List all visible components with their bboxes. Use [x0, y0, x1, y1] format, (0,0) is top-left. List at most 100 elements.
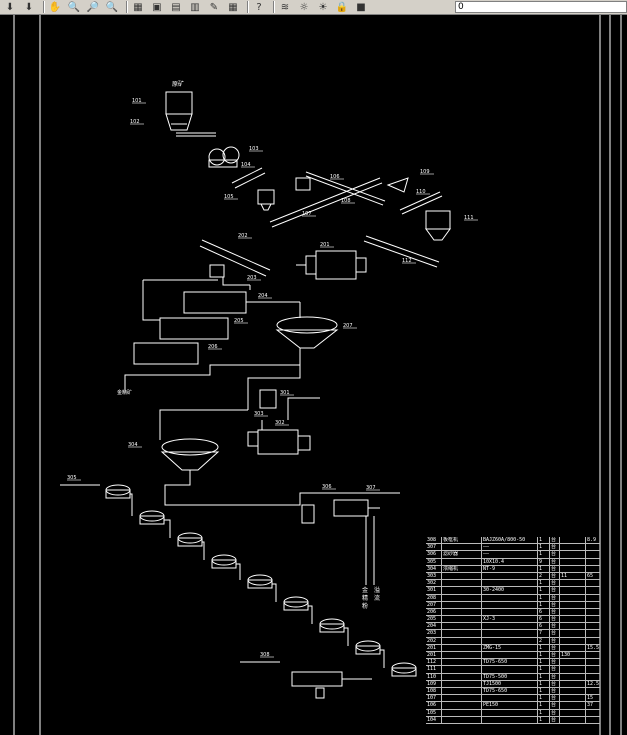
equipment-tag: 303 — [254, 411, 264, 417]
table-cell: 307 — [426, 544, 442, 551]
down-arrow-icon[interactable]: ⬇ — [24, 1, 34, 13]
table-cell: 109 — [426, 680, 442, 687]
equipment-tag: 306 — [322, 484, 332, 490]
table-cell — [482, 630, 538, 637]
table-cell: 104 — [426, 716, 442, 723]
calculator-icon[interactable]: ▦ — [228, 1, 238, 13]
table-cell — [586, 659, 600, 665]
leaching-tank-204 — [183, 291, 247, 314]
table-cell — [586, 710, 600, 716]
down-arrow-icon[interactable]: ⬇ — [5, 1, 15, 13]
equipment-tag: 108 — [341, 198, 351, 204]
table-cell — [586, 630, 600, 636]
mill-302 — [257, 429, 299, 455]
table-cell — [482, 637, 538, 644]
table-cell: 台 — [550, 702, 560, 709]
layer-manager-icon[interactable]: ≋ — [280, 1, 290, 13]
table-cell — [482, 623, 538, 630]
leaching-tank-206 — [133, 342, 199, 365]
equipment-tag: 206 — [208, 344, 218, 350]
table-cell: 202 — [426, 637, 442, 644]
table-cell — [586, 551, 600, 557]
table-cell — [560, 544, 586, 551]
table-cell — [442, 587, 482, 594]
equipment-tag: 301 — [280, 390, 290, 396]
table-cell: 6 — [538, 623, 550, 630]
cone-crusher-106 — [295, 177, 311, 191]
equipment-tag: 102 — [130, 119, 140, 125]
table-cell: 2 — [538, 637, 550, 644]
table-cell — [442, 608, 482, 616]
tool-palette-icon[interactable]: ▤ — [171, 1, 181, 13]
table-cell: 1 — [538, 680, 550, 687]
slurry-pipe — [130, 493, 133, 516]
markup-icon[interactable]: ✎ — [209, 1, 219, 13]
color-square-icon[interactable]: ■ — [356, 1, 366, 13]
table-cell — [442, 630, 482, 637]
table-cell: 台 — [550, 558, 560, 565]
table-cell: 9 — [538, 558, 550, 565]
table-cell: 1 — [538, 695, 550, 702]
equipment-tag: 207 — [343, 323, 353, 329]
cad-drawing-canvas[interactable]: 原矿金精矿金精粉溢流101102103104105106107108109110… — [0, 15, 627, 735]
sheet-set-icon[interactable]: ▥ — [190, 1, 200, 13]
sun-icon[interactable]: ☀ — [318, 1, 328, 13]
equipment-tag: 112 — [402, 258, 412, 264]
label-tail3: 粉 — [362, 602, 368, 610]
table-cell: 130 — [560, 652, 586, 659]
table-cell — [560, 558, 586, 565]
table-cell: 201 — [426, 652, 442, 659]
table-cell: PE150 — [482, 702, 538, 709]
table-cell: 台 — [550, 666, 560, 673]
cad-toolbar: ⬇ ⬇ ✋ 🔍 🔎 🔍 ▦ ▣ ▤ ▥ ✎ ▦? ≋ ☼ ☀ 🔒 ■ 0 — [0, 0, 627, 15]
filter-306 — [301, 504, 315, 524]
screen-105 — [257, 189, 275, 205]
table-cell: 1 — [538, 644, 550, 651]
slurry-pipe — [380, 649, 385, 668]
table-cell: TD75-650 — [482, 659, 538, 666]
table-cell: 台 — [550, 695, 560, 702]
table-cell — [442, 716, 482, 723]
table-cell — [482, 580, 538, 587]
zoom-previous-icon[interactable]: 🔍 — [105, 1, 119, 13]
table-cell — [560, 659, 586, 666]
table-cell — [560, 644, 586, 651]
lock-icon[interactable]: 🔒 — [335, 1, 349, 13]
table-cell — [442, 572, 482, 580]
properties-icon[interactable]: ▦ — [133, 1, 143, 13]
thickener-207 — [276, 316, 338, 334]
table-cell — [560, 702, 586, 709]
help-icon[interactable]: ? — [256, 1, 262, 13]
zoom-realtime-icon[interactable]: 🔍 — [67, 1, 81, 13]
raw-ore-bin — [165, 91, 193, 115]
table-cell: 台 — [550, 601, 560, 608]
pan-hand-icon[interactable]: ✋ — [48, 1, 62, 13]
fine-ore-bin-111 — [425, 210, 451, 230]
label-tail4: 溢 — [374, 586, 380, 594]
layer-dropdown[interactable]: 0 — [455, 1, 627, 13]
design-center-icon[interactable]: ▣ — [152, 1, 162, 13]
table-cell: 1 — [538, 702, 550, 709]
spiral-classifier-202 — [201, 239, 271, 271]
table-cell — [442, 673, 482, 680]
zoom-window-icon[interactable]: 🔎 — [86, 1, 100, 13]
lightbulb-icon[interactable]: ☼ — [299, 1, 309, 13]
equipment-tag: 305 — [67, 475, 77, 481]
table-cell: 台 — [550, 687, 560, 695]
leaching-tank-205 — [159, 317, 229, 340]
equipment-tag: 308 — [260, 652, 270, 658]
slurry-pipe — [272, 583, 277, 602]
